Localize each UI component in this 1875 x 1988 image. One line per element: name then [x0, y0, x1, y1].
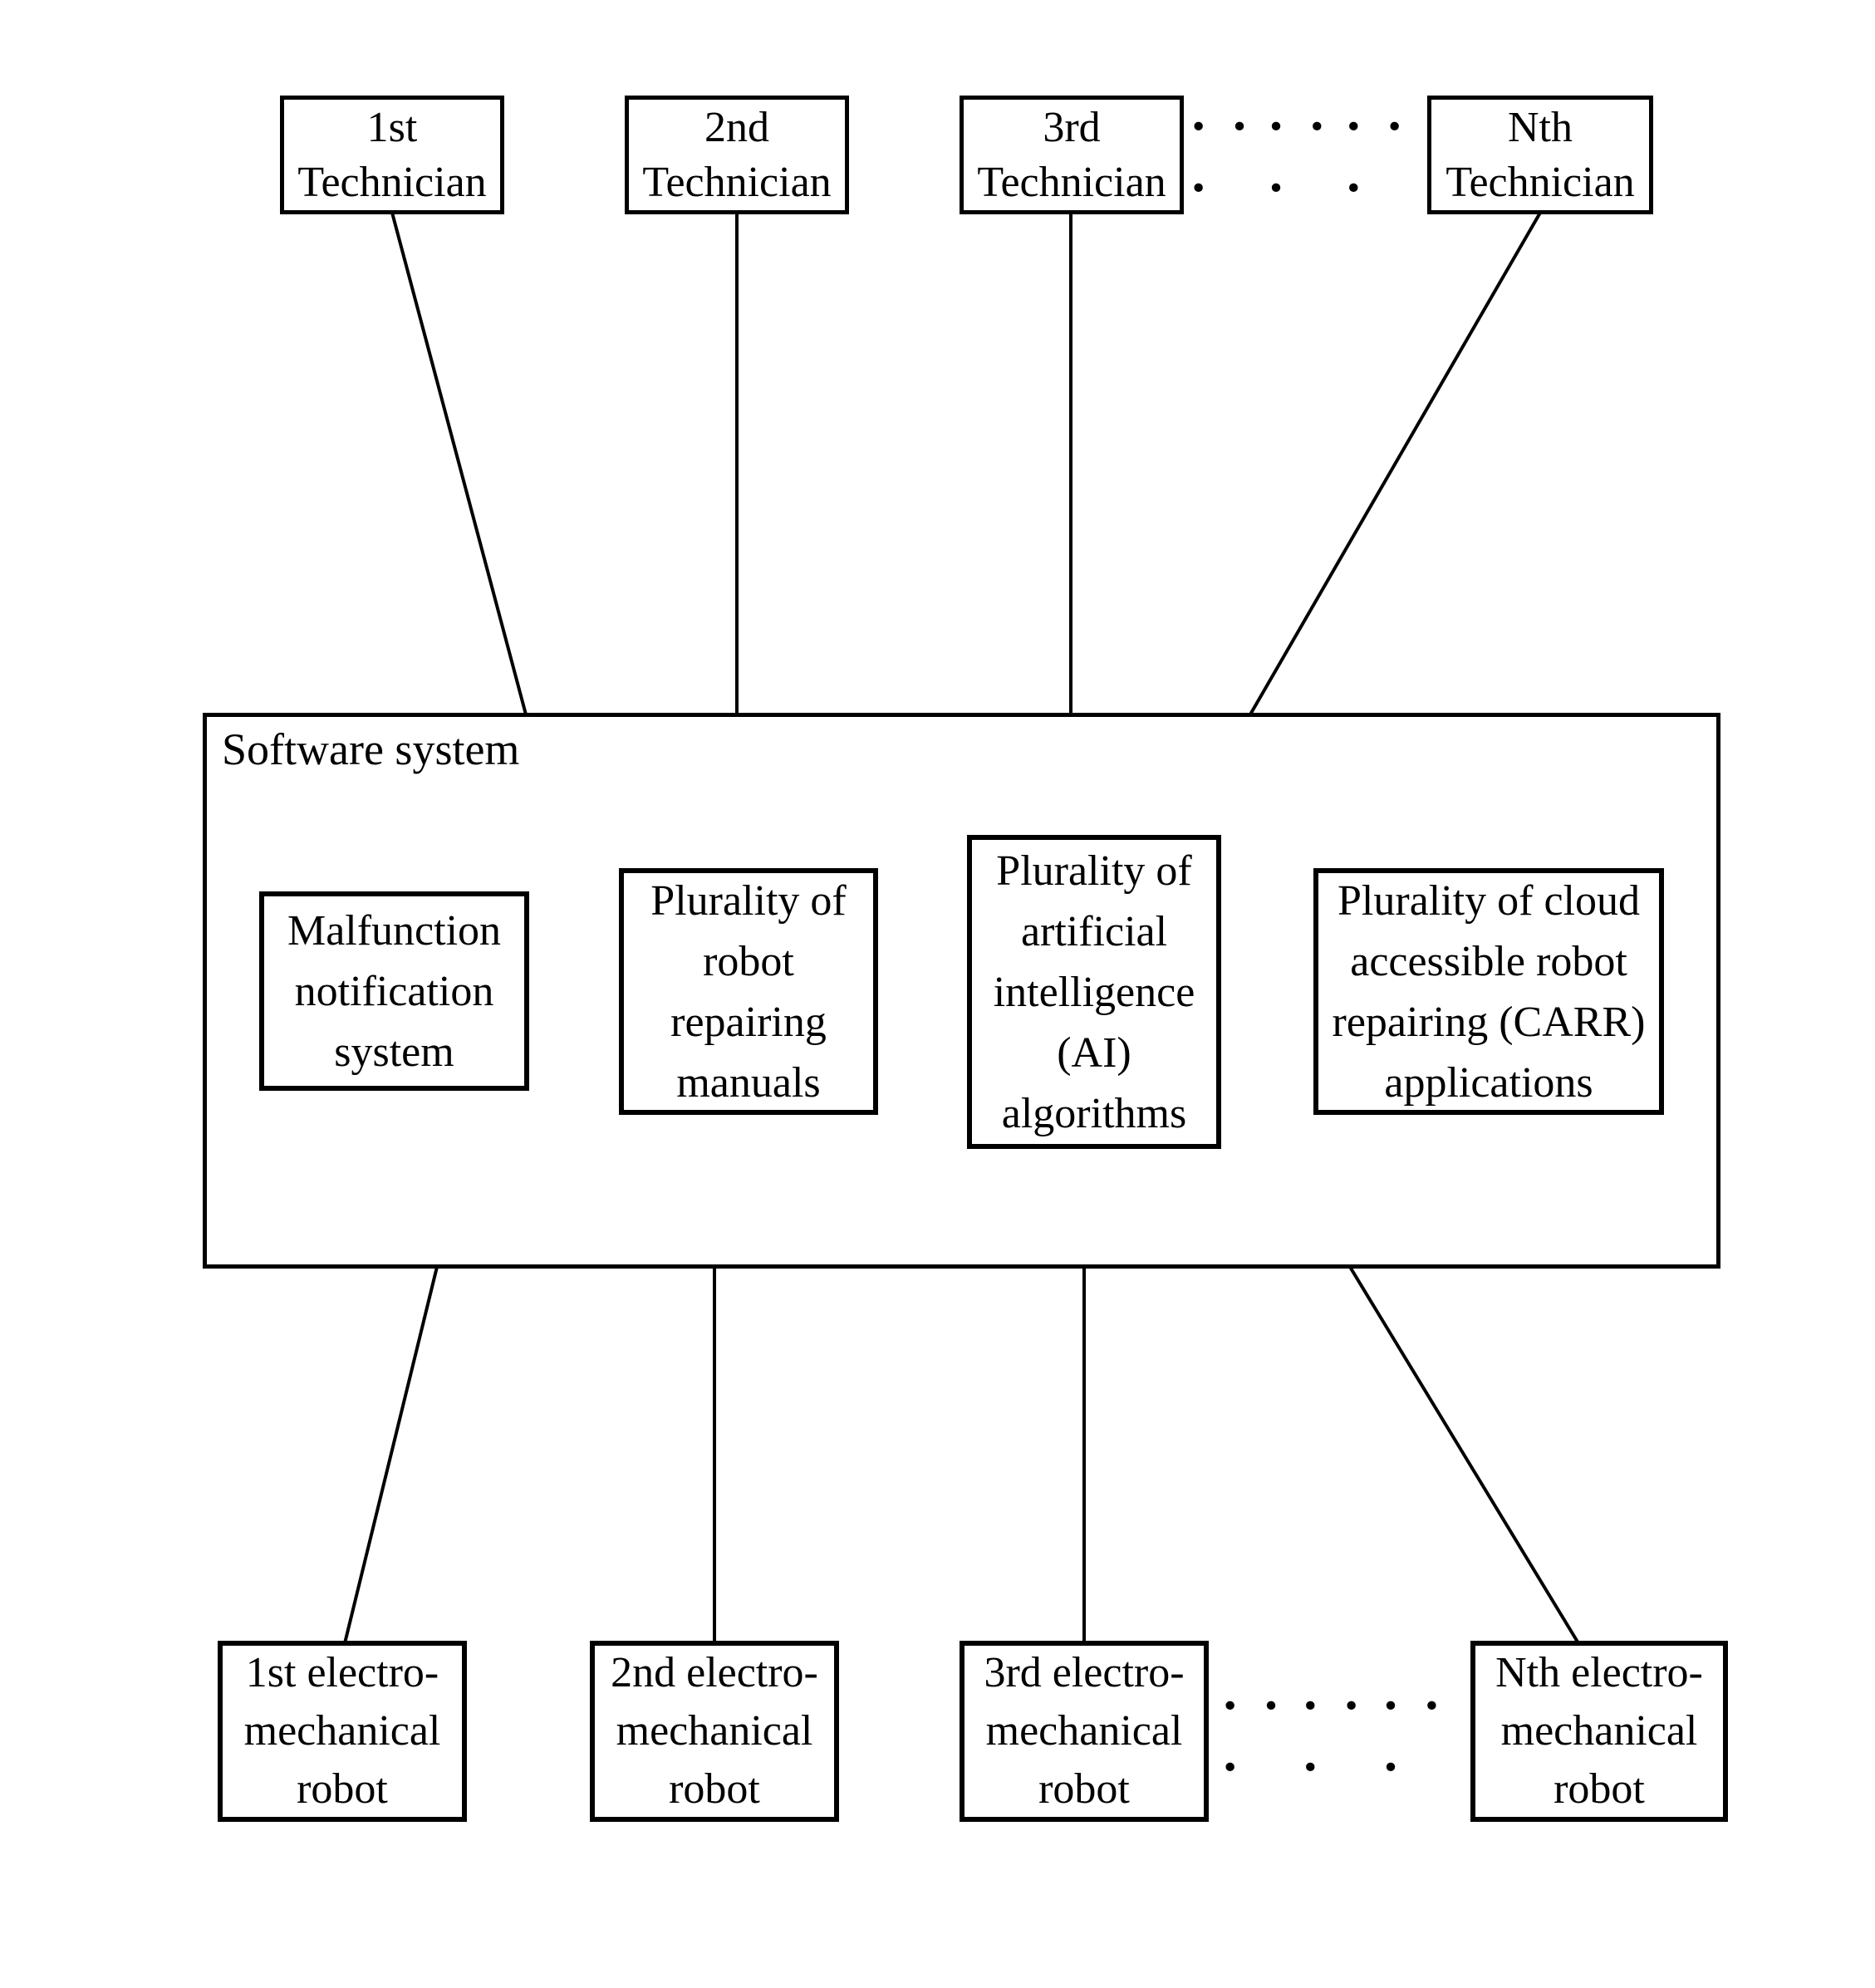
robot-n-box: Nth electro- mechanical robot	[1470, 1641, 1728, 1822]
module-label: repairing	[670, 998, 827, 1046]
module-ai-algorithms: Plurality of artificial intelligence (AI…	[967, 835, 1221, 1149]
module-label: (AI)	[1057, 1028, 1131, 1077]
module-label: Plurality of cloud	[1338, 876, 1640, 925]
technician-2-label: 2nd	[704, 103, 769, 151]
ellipsis-robots: · · · · · · · · ·	[1221, 1676, 1462, 1796]
technician-n-label: Nth	[1508, 103, 1573, 151]
connector-software-to-robot-1	[343, 1266, 439, 1644]
module-label: notification	[294, 967, 494, 1015]
connector-technician-n-to-software	[1249, 211, 1542, 716]
software-system-label: Software system	[222, 724, 520, 774]
module-label: system	[334, 1028, 454, 1076]
module-label: Plurality of	[996, 847, 1192, 895]
robot-2-label: robot	[669, 1765, 760, 1813]
robot-n-label: robot	[1554, 1765, 1645, 1813]
technician-3-box: 3rd Technician	[960, 96, 1184, 214]
module-label: artificial	[1020, 907, 1168, 955]
technician-2-box: 2nd Technician	[625, 96, 849, 214]
robot-n-label: mechanical	[1500, 1707, 1698, 1755]
robot-1-label: 1st electro-	[245, 1649, 439, 1696]
module-malfunction-notification-system: Malfunction notification system	[259, 891, 529, 1091]
technician-n-box: Nth Technician	[1427, 96, 1653, 214]
connector-technician-1-to-software	[390, 212, 528, 715]
technician-n-label: Technician	[1446, 158, 1635, 206]
robot-3-label: mechanical	[985, 1707, 1183, 1755]
ellipsis-group: · · ·	[1221, 1676, 1285, 1796]
robot-1-box: 1st electro- mechanical robot	[218, 1641, 467, 1822]
robot-2-label: 2nd electro-	[611, 1649, 818, 1696]
module-label: intelligence	[993, 968, 1195, 1016]
ellipsis-group: · · ·	[1382, 1676, 1446, 1796]
connector-software-to-robot-n	[1348, 1265, 1580, 1645]
ellipsis-group: · · ·	[1301, 1676, 1366, 1796]
technician-2-label: Technician	[642, 158, 832, 206]
module-label: applications	[1384, 1058, 1593, 1107]
technician-1-box: 1st Technician	[280, 96, 504, 214]
module-label: Malfunction	[287, 906, 502, 955]
technician-3-label: 3rd	[1043, 103, 1101, 151]
ellipsis-group: · · ·	[1344, 96, 1409, 217]
module-carr-applications: Plurality of cloud accessible robot repa…	[1313, 868, 1664, 1115]
technician-3-label: Technician	[977, 158, 1166, 206]
ellipsis-group: · · ·	[1267, 96, 1332, 217]
technician-1-label: 1st	[366, 103, 418, 151]
technician-1-label: Technician	[297, 158, 487, 206]
module-label: manuals	[676, 1058, 821, 1107]
module-label: accessible robot	[1350, 937, 1627, 985]
module-label: Plurality of	[650, 876, 847, 925]
module-robot-repairing-manuals: Plurality of robot repairing manuals	[619, 868, 878, 1115]
robot-3-label: 3rd electro-	[984, 1649, 1185, 1696]
robot-2-box: 2nd electro- mechanical robot	[590, 1641, 839, 1822]
robot-3-label: robot	[1038, 1765, 1130, 1813]
ellipsis-group: · · ·	[1190, 96, 1254, 217]
module-label: robot	[703, 937, 794, 985]
robot-3-box: 3rd electro- mechanical robot	[960, 1641, 1209, 1822]
robot-1-label: robot	[297, 1765, 388, 1813]
robot-2-label: mechanical	[616, 1707, 813, 1755]
ellipsis-technicians: · · · · · · · · ·	[1190, 96, 1422, 217]
robot-n-label: Nth electro-	[1495, 1649, 1703, 1696]
module-label: repairing (CARR)	[1332, 998, 1646, 1046]
robot-1-label: mechanical	[243, 1707, 441, 1755]
module-label: algorithms	[1001, 1089, 1187, 1137]
